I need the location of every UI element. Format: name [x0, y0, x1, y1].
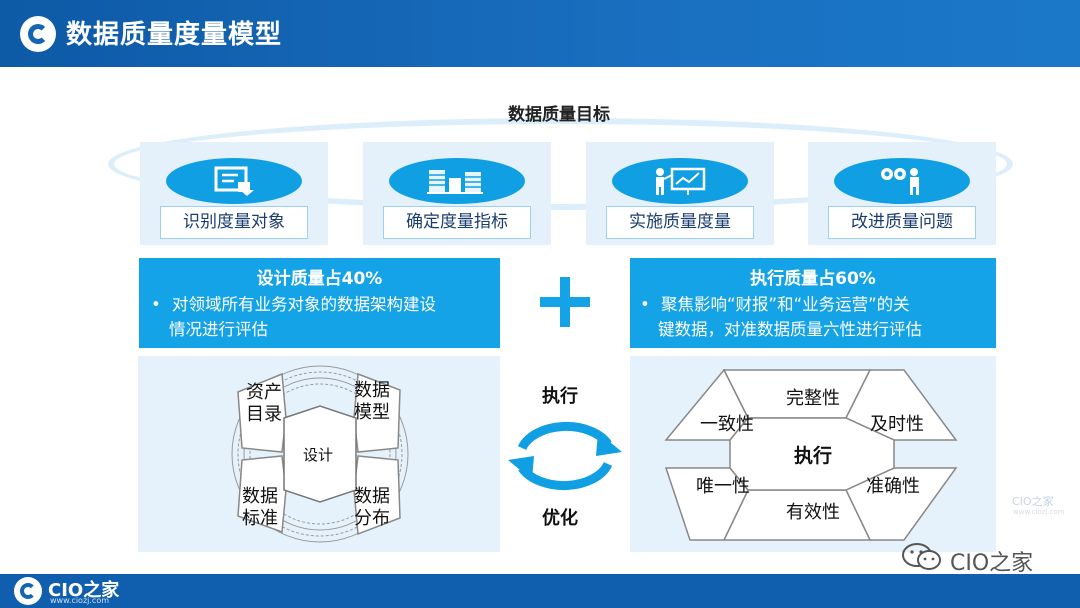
cycle-top-label: 执行: [542, 386, 578, 407]
goal-card-identify: 识别度量对象: [140, 142, 328, 245]
design-quality-title: 设计质量占40%: [256, 269, 383, 289]
watermark-text: CIO之家: [1012, 495, 1054, 508]
item-line: 目录: [246, 404, 282, 425]
design-wheel: [231, 365, 409, 543]
hex-item-accuracy: 准确性: [866, 476, 920, 497]
exec-quality-bullet: • 聚焦影响“财报”和“业务运营”的关 键数据，对准数据质量六性进行评估: [640, 292, 922, 342]
exec-line-1: 聚焦影响“财报”和“业务运营”的关: [660, 295, 910, 314]
item-line: 模型: [354, 402, 390, 423]
item-line: 标准: [242, 508, 278, 529]
exec-hexagon-panel: 完整性 及时性 准确性 有效性 唯一性 一致性 执行: [630, 356, 996, 552]
wechat-icon: [902, 543, 941, 570]
footer-url: www.ciozj.com: [50, 596, 110, 605]
hex-item-timeliness: 及时性: [870, 414, 924, 435]
monitor-document-icon: [214, 166, 254, 196]
goal-pill: [166, 158, 302, 204]
hex-item-uniqueness: 唯一性: [696, 476, 750, 497]
item-line: 分布: [354, 508, 390, 529]
design-wheel-panel: 设计 资产 目录 数据 模型 数据 标准 数据 分布: [138, 356, 500, 552]
goal-pill: [612, 158, 748, 204]
plus-icon-vertical: [560, 277, 570, 327]
item-line: 资产: [246, 382, 282, 403]
exec-hexagon: [664, 368, 958, 541]
hex-item-validity: 有效性: [786, 502, 840, 523]
binoculars-person-icon: [881, 168, 919, 195]
goal-card-improve: 改进质量问题: [808, 142, 996, 245]
cycle-bottom-label: 优化: [542, 508, 578, 529]
goal-pill: [389, 158, 525, 204]
cio-logo-icon: [20, 16, 56, 52]
footer-brand: CIO之家: [48, 580, 120, 601]
cio-logo-icon: [14, 577, 42, 605]
footer-bar: CIO之家 www.ciozj.com: [0, 574, 1080, 608]
item-line: 数据: [354, 486, 390, 507]
exec-quality-title: 执行质量占60%: [750, 269, 876, 289]
header-bar: 数据质量度量模型: [0, 0, 1080, 67]
page-title: 数据质量度量模型: [66, 20, 283, 50]
design-quality-bullet: • 对领域所有业务对象的数据架构建设 情况进行评估: [151, 292, 436, 342]
design-item-data-standard: 数据 标准: [242, 486, 278, 530]
goal-orbit-ring: [108, 118, 1013, 210]
bullet: •: [151, 295, 161, 314]
wechat-account-label: CIO之家: [950, 551, 1034, 576]
hex-center-label: 执行: [794, 445, 833, 467]
design-center-label: 设计: [303, 446, 334, 464]
exec-quality-box: 执行质量占60% • 聚焦影响“财报”和“业务运营”的关 键数据，对准数据质量六…: [630, 258, 996, 348]
goal-label: 确定度量指标: [383, 206, 531, 239]
goal-title: 数据质量目标: [508, 105, 610, 125]
hex-item-completeness: 完整性: [786, 388, 840, 409]
watermark-url: www.ciozj.com: [1013, 508, 1065, 516]
goal-label: 识别度量对象: [160, 206, 308, 239]
design-quality-box: 设计质量占40% • 对领域所有业务对象的数据架构建设 情况进行评估: [139, 258, 500, 348]
design-item-data-distribution: 数据 分布: [354, 486, 390, 530]
hex-item-consistency: 一致性: [700, 414, 754, 435]
design-line-2: 情况进行评估: [169, 320, 268, 339]
goal-label: 改进质量问题: [828, 206, 976, 239]
goal-pill: [834, 158, 970, 204]
design-item-data-model: 数据 模型: [354, 380, 390, 424]
goal-card-implement: 实施质量度量: [586, 142, 774, 245]
goal-card-define: 确定度量指标: [363, 142, 551, 245]
item-line: 数据: [242, 486, 278, 507]
stacked-bars-icon: [427, 170, 483, 194]
cycle-arrows-icon: [508, 421, 622, 491]
presenter-chart-icon: [656, 167, 706, 195]
bullet: •: [640, 295, 650, 314]
exec-line-2: 键数据，对准数据质量六性进行评估: [658, 320, 922, 339]
design-line-1: 对领域所有业务对象的数据架构建设: [171, 295, 436, 314]
item-line: 数据: [354, 380, 390, 401]
goal-label: 实施质量度量: [606, 206, 754, 239]
design-item-asset-catalog: 资产 目录: [246, 382, 282, 426]
